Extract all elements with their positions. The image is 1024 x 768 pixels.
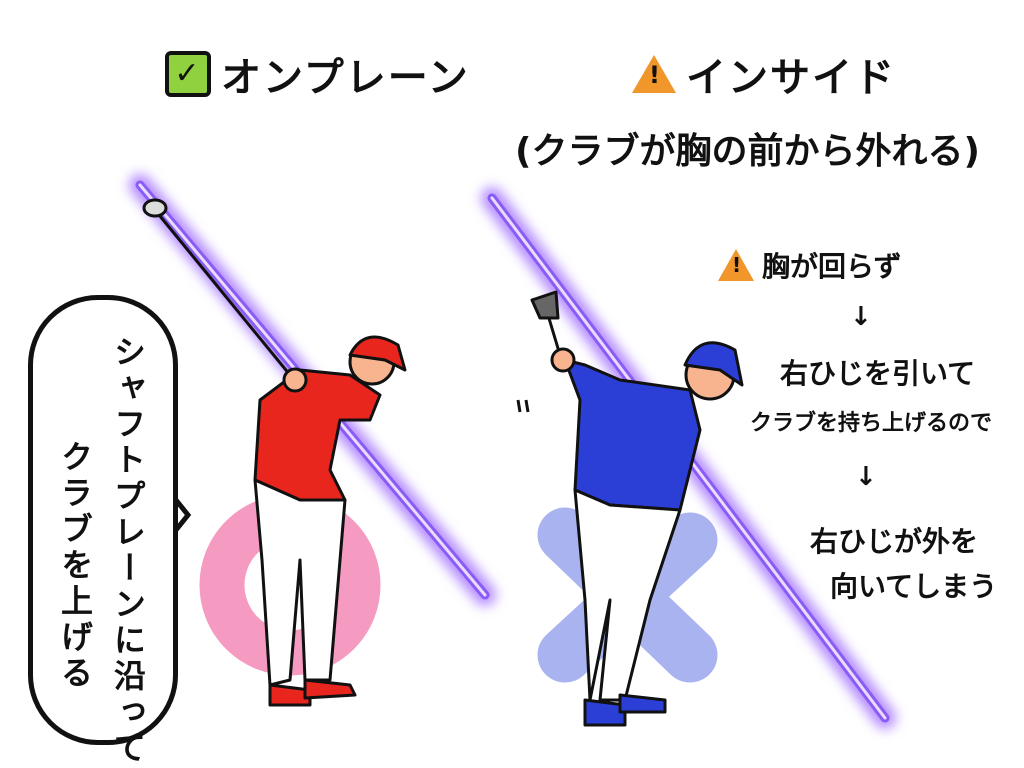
bubble-tail [174,498,192,532]
right-title: ! インサイド [632,45,896,103]
left-golfer [142,198,407,707]
right-subtitle: (クラブが胸の前から外れる) [515,131,980,172]
step1-line2: クラブを持ち上げるので [750,411,993,436]
result-line2: 向いてしまう [830,570,998,603]
result-line1: 右ひじが外を [810,525,979,558]
left-title: ✓ オンプレーン [165,45,470,103]
right-golfer [530,290,744,727]
step1-line1: 右ひじを引いて [780,357,976,390]
warning-icon: ! [632,55,676,93]
down-arrow: ↓ [850,302,872,332]
speech-bubble: シャフトプレーンに沿って クラブを上げる [28,295,178,767]
check-icon: ✓ [165,51,211,97]
motion-lines [516,399,530,413]
warning-icon: ! [718,249,754,281]
left-title-text: オンプレーン [221,55,470,101]
cause-text: 胸が回らず [762,250,902,283]
right-title-text: インサイド [686,55,896,101]
down-arrow: ↓ [855,462,877,492]
bubble-line1: シャフトプレーンに沿って [109,335,147,767]
bubble-line2: クラブを上げる [56,440,94,692]
cause-note: ! 胸が回らず [718,245,901,285]
